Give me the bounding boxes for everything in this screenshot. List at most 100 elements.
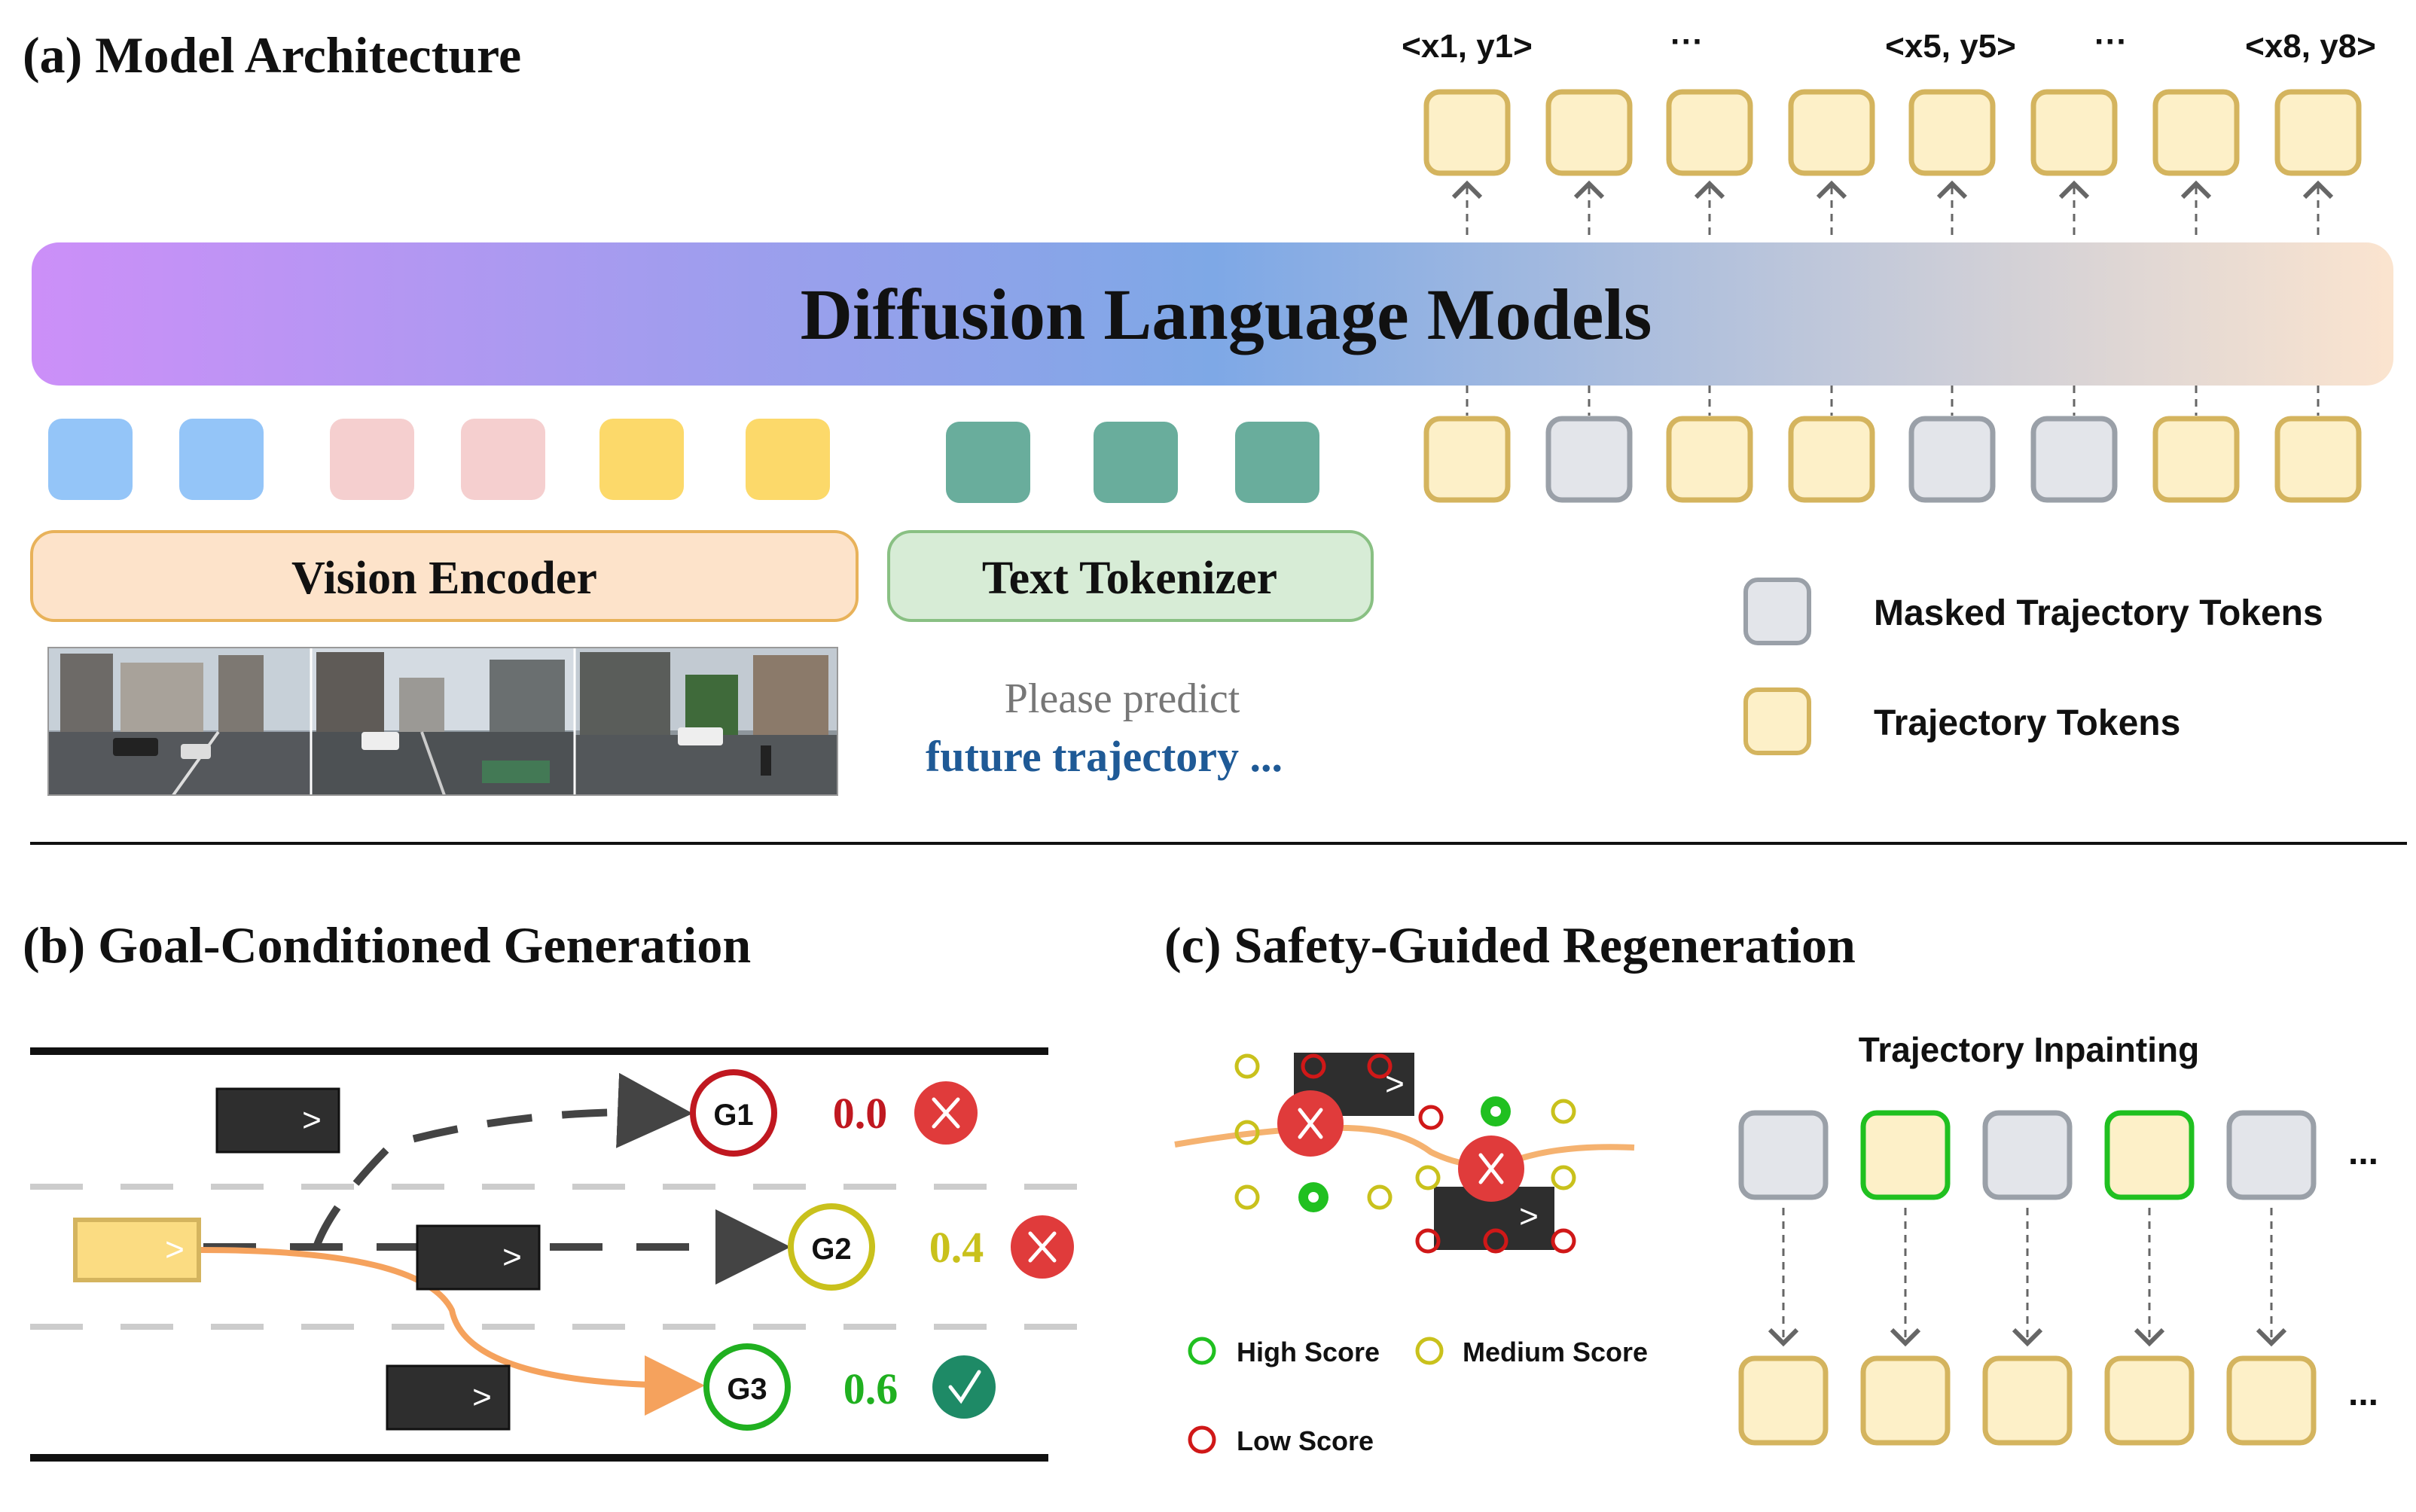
high-score-swatch: [1188, 1337, 1216, 1365]
low-score-swatch: [1188, 1425, 1216, 1454]
car-direction-icon: >: [165, 1231, 185, 1268]
regenerated-token: [1982, 1355, 2073, 1446]
goal-g2: G2 0.4: [788, 1203, 1074, 1291]
inpainting-tokens: [1738, 1110, 2317, 1446]
car-direction-icon: >: [472, 1379, 492, 1416]
regenerated-token: [1738, 1355, 1829, 1446]
output-arrows: [1451, 180, 2334, 235]
legend-trajectory-swatch: [1743, 687, 1811, 755]
inpaint-ellipsis-bottom: ...: [2348, 1373, 2378, 1413]
score-circle: [1367, 1053, 1393, 1079]
kept-token: [2104, 1110, 2195, 1200]
vision-token: [746, 419, 830, 500]
path-to-g1: [313, 1072, 693, 1248]
vision-token: [179, 419, 264, 500]
vision-tokens: [48, 419, 830, 500]
camera-image-left: [48, 648, 310, 797]
legend-medium-label: Medium Score: [1463, 1337, 1648, 1367]
regenerated-token: [1860, 1355, 1951, 1446]
score-circle: [1551, 1228, 1576, 1254]
section-c-title: (c) Safety-Guided Regeneration: [1164, 916, 1856, 974]
car: >: [215, 1087, 340, 1154]
kept-token: [1860, 1110, 1951, 1200]
goal-g3: G3 0.6: [703, 1343, 996, 1431]
input-token-row: [1423, 386, 2362, 503]
text-tokens: [946, 422, 1319, 503]
prompt-line-2: future trajectory ...: [926, 732, 1283, 781]
section-b-title: (b) Goal-Conditioned Generation: [23, 916, 751, 974]
vision-encoder: Vision Encoder: [30, 530, 859, 622]
score-circle: [1234, 1053, 1260, 1079]
goal-score: 0.0: [833, 1089, 888, 1138]
goal-scene: > > > > G1 0.0 G2 0.4: [30, 1047, 1077, 1462]
score-legend: High Score Medium Score Low Score: [1188, 1337, 1648, 1456]
trajectory-token: [2152, 416, 2240, 503]
car: >: [386, 1364, 511, 1431]
goal-score: 0.6: [843, 1364, 898, 1413]
score-circle: [1415, 1165, 1441, 1190]
output-token: [2030, 89, 2118, 176]
trajectory-token: [1666, 416, 1753, 503]
score-circle: [1234, 1184, 1260, 1210]
output-token: [1545, 89, 1633, 176]
goal-score: 0.4: [929, 1223, 984, 1272]
vision-encoder-label: Vision Encoder: [291, 553, 597, 604]
camera-image-right: [575, 648, 837, 795]
section-a-title: (a) Model Architecture: [23, 26, 521, 84]
ego-vehicle: >: [73, 1218, 201, 1282]
output-token-row: [1423, 89, 2362, 176]
output-label-1: <x1, y1>: [1402, 28, 1533, 65]
vision-token: [599, 419, 684, 500]
lane-dashes: [30, 1184, 1077, 1330]
legend-low-label: Low Score: [1237, 1425, 1374, 1456]
medium-score-swatch: [1415, 1337, 1444, 1365]
masked-token: [1545, 416, 1633, 503]
output-token: [2274, 89, 2362, 176]
masked-token: [1738, 1110, 1829, 1200]
output-token: [1788, 89, 1875, 176]
output-label-5: <x5, y5>: [1885, 28, 2016, 65]
inpainting-title: Trajectory Inpainting: [1859, 1030, 2199, 1069]
masked-token: [2226, 1110, 2317, 1200]
score-circles: [1234, 1053, 1576, 1254]
inpaint-ellipsis-top: ...: [2348, 1132, 2378, 1172]
score-circle: [1418, 1105, 1444, 1130]
trajectory-token: [1788, 416, 1875, 503]
vision-token: [330, 419, 414, 500]
score-circle: [1551, 1165, 1576, 1190]
masked-token: [1982, 1110, 2073, 1200]
car-direction-icon: >: [1519, 1198, 1539, 1235]
trajectory-token: [1423, 416, 1511, 503]
output-label-ellipsis-2: ···: [2094, 23, 2128, 60]
masked-token: [1908, 416, 1996, 503]
regenerated-token: [2104, 1355, 2195, 1446]
output-token: [1908, 89, 1996, 176]
selected-path-to-g3: [200, 1247, 705, 1416]
car: >: [416, 1224, 541, 1291]
check-icon: [932, 1355, 996, 1419]
score-circle: [1551, 1099, 1576, 1124]
score-circle: [1415, 1228, 1441, 1254]
camera-image-center: [312, 648, 574, 796]
legend-trajectory-label: Trajectory Tokens: [1874, 703, 2180, 743]
trajectory-token: [2274, 416, 2362, 503]
score-circle: [1367, 1184, 1393, 1210]
text-token: [1235, 422, 1319, 503]
score-circle: [1234, 1120, 1260, 1145]
car-direction-icon: >: [502, 1239, 522, 1276]
prompt-line-1: Please predict: [1005, 675, 1240, 722]
camera-images: [47, 647, 838, 797]
vision-token: [48, 419, 133, 500]
goal-g1: G1 0.0: [690, 1069, 978, 1157]
vision-token: [461, 419, 545, 500]
output-token: [1666, 89, 1753, 176]
text-tokenizer: Text Tokenizer: [887, 530, 1374, 622]
car-direction-icon: >: [302, 1102, 322, 1139]
text-token: [946, 422, 1030, 503]
goal-label: G3: [727, 1373, 767, 1406]
masked-token: [2030, 416, 2118, 503]
candidate-trajectory: [1174, 1124, 1635, 1169]
legend-high-label: High Score: [1237, 1337, 1380, 1367]
output-token: [2152, 89, 2240, 176]
output-label-8: <x8, y8>: [2245, 28, 2376, 65]
